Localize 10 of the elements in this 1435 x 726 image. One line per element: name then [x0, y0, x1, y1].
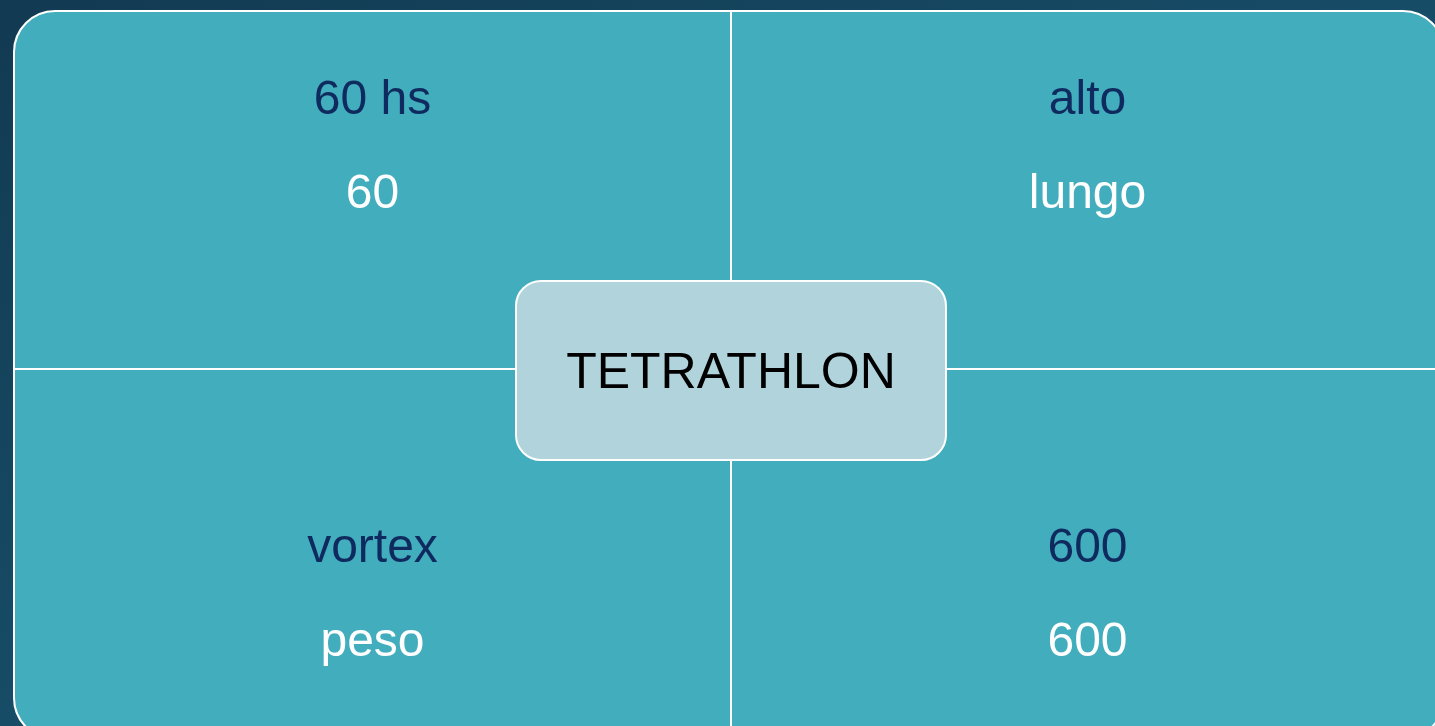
center-title: TETRATHLON [566, 341, 896, 400]
panel-text: 600 [1047, 612, 1128, 668]
panel-text: alto [1048, 70, 1127, 126]
panel-text: 60 [345, 164, 400, 220]
panel-text: 600 [1047, 518, 1128, 574]
panel-text: lungo [1028, 164, 1147, 220]
center-box [515, 280, 947, 461]
panel-text: vortex [307, 518, 438, 574]
panel-text: peso [320, 612, 425, 668]
panel-text: 60 hs [313, 70, 432, 126]
